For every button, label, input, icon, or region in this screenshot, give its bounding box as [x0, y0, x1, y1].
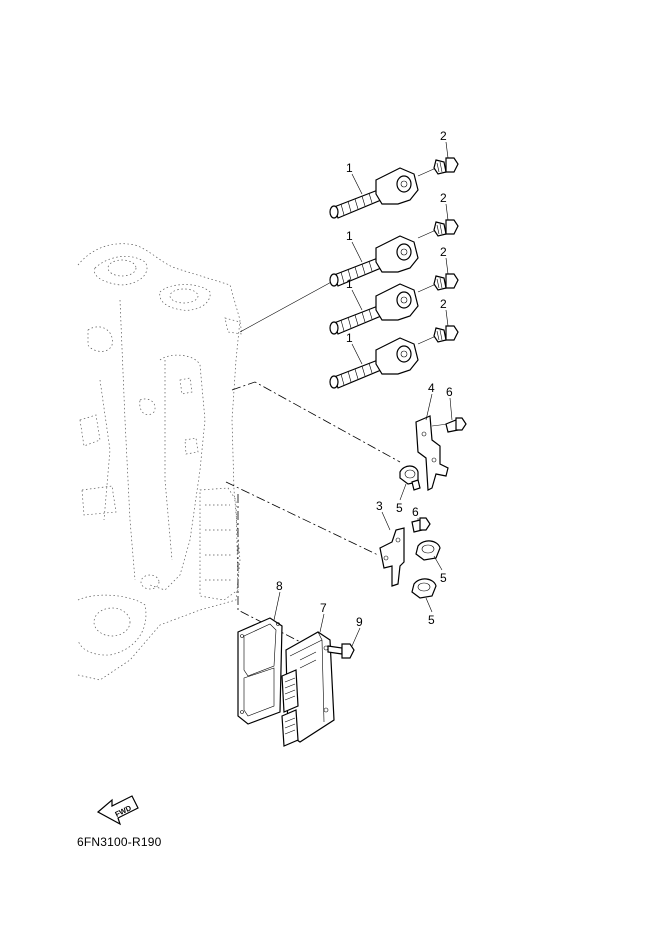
callout-1: 1: [346, 277, 353, 291]
callout-9: 9: [356, 615, 363, 629]
callout-5: 5: [396, 501, 403, 515]
screw-upper: [445, 417, 467, 433]
ignition-coil: [329, 283, 419, 335]
bolt-group: [417, 157, 459, 345]
leader-lines: [225, 279, 401, 653]
callout-2: 2: [440, 191, 447, 205]
fwd-arrow-icon: FWD: [96, 795, 139, 826]
screw-lower: [411, 517, 431, 533]
ignition-coil: [329, 167, 419, 219]
ignition-coil: [329, 337, 419, 389]
callout-1: 1: [346, 229, 353, 243]
callout-1: 1: [346, 161, 353, 175]
callout-8: 8: [276, 579, 283, 593]
bolt: [417, 273, 459, 293]
callout-numbers: 1 1 1 1 2 2 2 2 4 6 5 6 3 5 5 8 7 9: [276, 129, 453, 629]
callout-4: 4: [428, 381, 435, 395]
bracket-upper: [415, 415, 449, 491]
callout-leaders: [273, 141, 453, 647]
bracket-lower: [379, 527, 405, 587]
callout-2: 2: [440, 129, 447, 143]
ecu-bolt: [327, 643, 355, 659]
engine-block: [77, 243, 243, 681]
clamp-upper: [399, 465, 421, 491]
callout-7: 7: [320, 601, 327, 615]
callout-3: 3: [376, 499, 383, 513]
bolt: [417, 325, 459, 345]
callout-5: 5: [428, 613, 435, 627]
ignition-coil: [329, 235, 419, 287]
diagram-code: 6FN3100-R190: [77, 835, 162, 849]
callout-6: 6: [446, 385, 453, 399]
ignition-coil-group: [329, 167, 419, 389]
callout-2: 2: [440, 245, 447, 259]
bolt: [417, 219, 459, 239]
clamp-lower: [411, 578, 437, 599]
ecu: [281, 631, 335, 747]
bolt: [417, 157, 459, 177]
callout-2: 2: [440, 297, 447, 311]
callout-5: 5: [440, 571, 447, 585]
callout-6: 6: [412, 505, 419, 519]
callout-1: 1: [346, 331, 353, 345]
clamp-middle: [415, 540, 441, 561]
gasket: [237, 617, 283, 725]
